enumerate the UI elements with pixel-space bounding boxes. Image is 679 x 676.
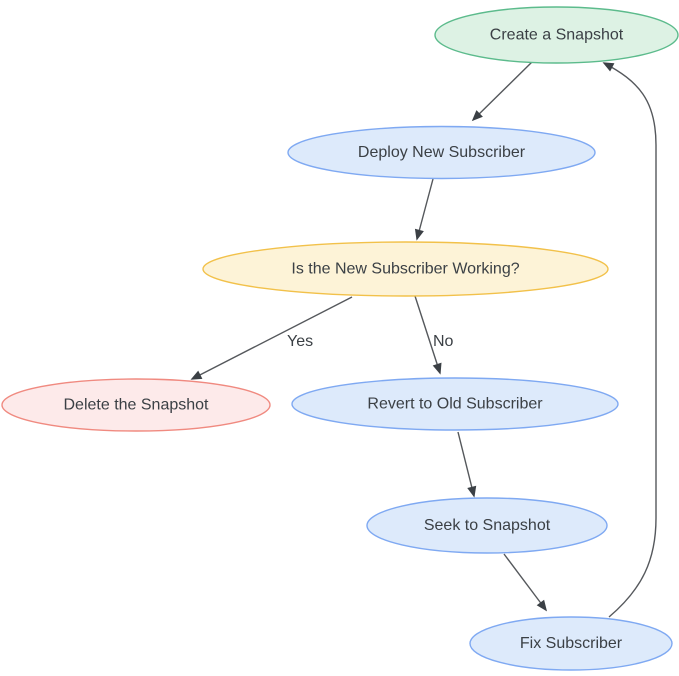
edge-revert-to-seek — [457, 431, 477, 498]
node-revert-old-subscriber-shape — [291, 377, 619, 431]
node-is-working-label: Is the New Subscriber Working? — [291, 261, 519, 278]
edge-fix-to-create — [602, 62, 657, 618]
node-deploy-new-subscriber-shape — [287, 125, 596, 180]
node-create-snapshot-label: Create a Snapshot — [490, 27, 624, 44]
node-is-working: Is the New Subscriber Working? — [202, 241, 609, 297]
node-seek-to-snapshot-label: Seek to Snapshot — [424, 517, 551, 534]
node-delete-snapshot: Delete the Snapshot — [1, 378, 271, 432]
node-seek-to-snapshot: Seek to Snapshot — [366, 497, 608, 554]
node-fix-subscriber-shape — [469, 616, 673, 671]
node-is-working-shape — [202, 241, 609, 297]
edge-label-no: No — [433, 333, 454, 350]
edges-layer: Yes No — [190, 60, 657, 618]
node-revert-old-subscriber-label: Revert to Old Subscriber — [367, 396, 543, 413]
edge-label-yes: Yes — [287, 333, 313, 350]
node-fix-subscriber: Fix Subscriber — [469, 616, 673, 671]
edge-seek-to-fix — [503, 553, 547, 612]
edge-create-to-deploy — [471, 60, 534, 122]
node-create-snapshot-shape — [434, 6, 679, 64]
edge-working-to-delete — [190, 296, 353, 380]
node-seek-to-snapshot-shape — [366, 497, 608, 554]
edge-working-to-revert — [414, 295, 442, 375]
node-create-snapshot: Create a Snapshot — [434, 6, 679, 64]
node-revert-old-subscriber: Revert to Old Subscriber — [291, 377, 619, 431]
node-deploy-new-subscriber-label: Deploy New Subscriber — [358, 144, 526, 161]
node-delete-snapshot-shape — [1, 378, 271, 432]
node-delete-snapshot-label: Delete the Snapshot — [64, 397, 210, 414]
edge-deploy-to-working — [414, 178, 434, 241]
node-fix-subscriber-label: Fix Subscriber — [520, 635, 623, 652]
node-deploy-new-subscriber: Deploy New Subscriber — [287, 125, 596, 180]
